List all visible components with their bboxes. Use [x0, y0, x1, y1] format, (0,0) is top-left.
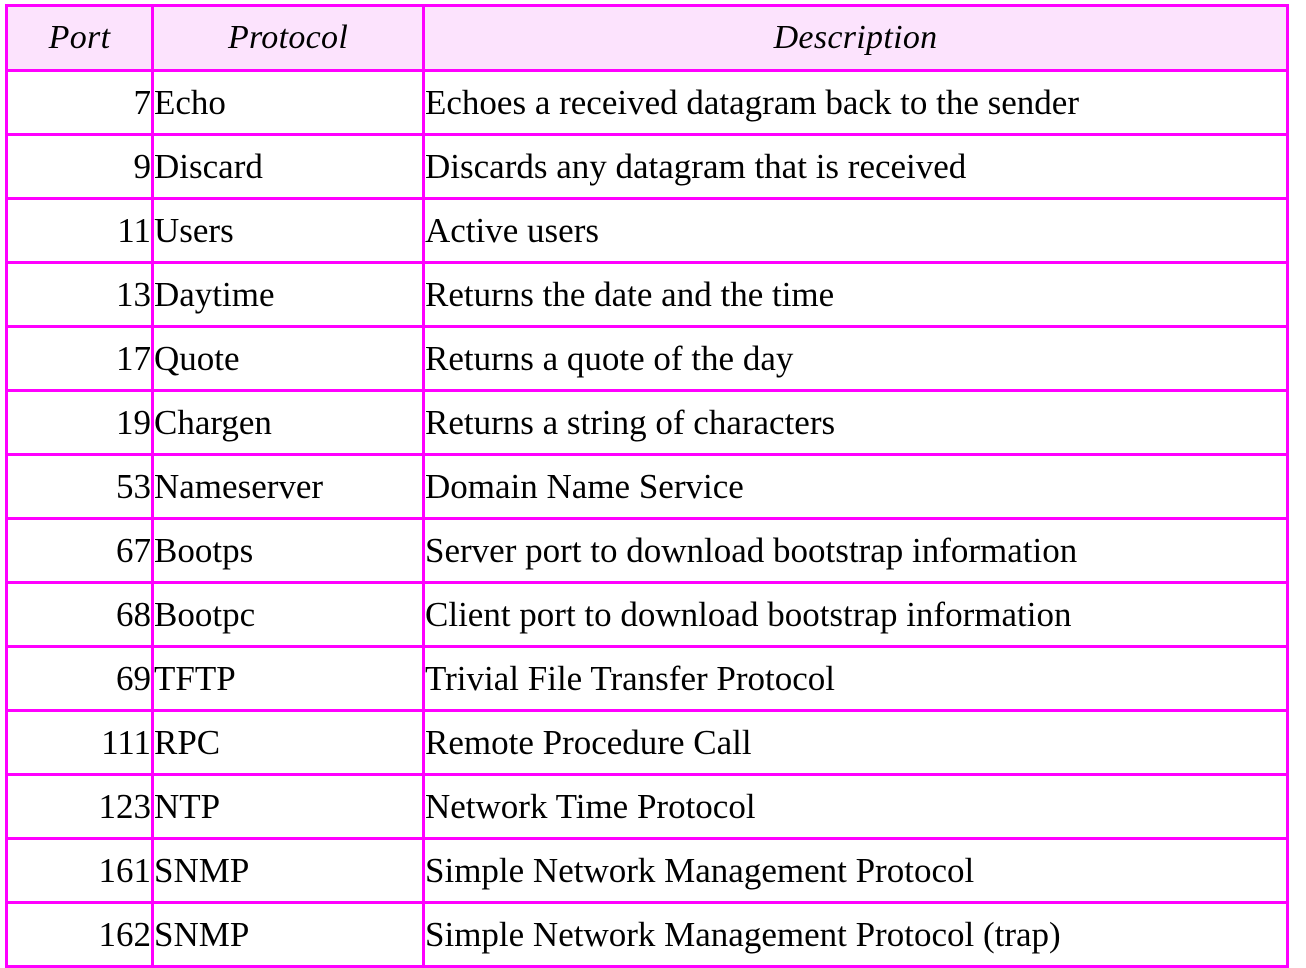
cell-protocol: Bootps	[151, 517, 425, 584]
cell-port: 68	[5, 581, 154, 648]
cell-port: 17	[5, 325, 154, 392]
cell-protocol: Daytime	[151, 261, 425, 328]
cell-description: Simple Network Management Protocol (trap…	[422, 901, 1289, 968]
cell-description: Server port to download bootstrap inform…	[422, 517, 1289, 584]
cell-port: 53	[5, 453, 154, 520]
cell-description: Network Time Protocol	[422, 773, 1289, 840]
table-header: Port Protocol Description	[5, 4, 1289, 72]
cell-port: 11	[5, 197, 154, 264]
cell-description: Client port to download bootstrap inform…	[422, 581, 1289, 648]
cell-protocol: SNMP	[151, 837, 425, 904]
cell-port: 13	[5, 261, 154, 328]
cell-port: 161	[5, 837, 154, 904]
cell-description: Echoes a received datagram back to the s…	[422, 69, 1289, 136]
column-header-port: Port	[5, 4, 154, 72]
cell-port: 123	[5, 773, 154, 840]
cell-protocol: NTP	[151, 773, 425, 840]
cell-port: 19	[5, 389, 154, 456]
table-header-row: Port Protocol Description	[5, 4, 1289, 72]
cell-protocol: SNMP	[151, 901, 425, 968]
cell-description: Trivial File Transfer Protocol	[422, 645, 1289, 712]
cell-protocol: Quote	[151, 325, 425, 392]
cell-port: 7	[5, 69, 154, 136]
cell-description: Returns a quote of the day	[422, 325, 1289, 392]
cell-port: 162	[5, 901, 154, 968]
cell-description: Returns the date and the time	[422, 261, 1289, 328]
cell-protocol: Bootpc	[151, 581, 425, 648]
cell-description: Simple Network Management Protocol	[422, 837, 1289, 904]
column-header-protocol: Protocol	[151, 4, 425, 72]
cell-description: Discards any datagram that is received	[422, 133, 1289, 200]
cell-protocol: Discard	[151, 133, 425, 200]
cell-description: Remote Procedure Call	[422, 709, 1289, 776]
cell-description: Domain Name Service	[422, 453, 1289, 520]
cell-port: 9	[5, 133, 154, 200]
cell-protocol: Chargen	[151, 389, 425, 456]
cell-protocol: TFTP	[151, 645, 425, 712]
column-header-description: Description	[422, 4, 1289, 72]
cell-description: Active users	[422, 197, 1289, 264]
cell-description: Returns a string of characters	[422, 389, 1289, 456]
cell-protocol: Nameserver	[151, 453, 425, 520]
cell-protocol: Echo	[151, 69, 425, 136]
cell-protocol: Users	[151, 197, 425, 264]
cell-port: 111	[5, 709, 154, 776]
cell-port: 69	[5, 645, 154, 712]
cell-protocol: RPC	[151, 709, 425, 776]
cell-port: 67	[5, 517, 154, 584]
